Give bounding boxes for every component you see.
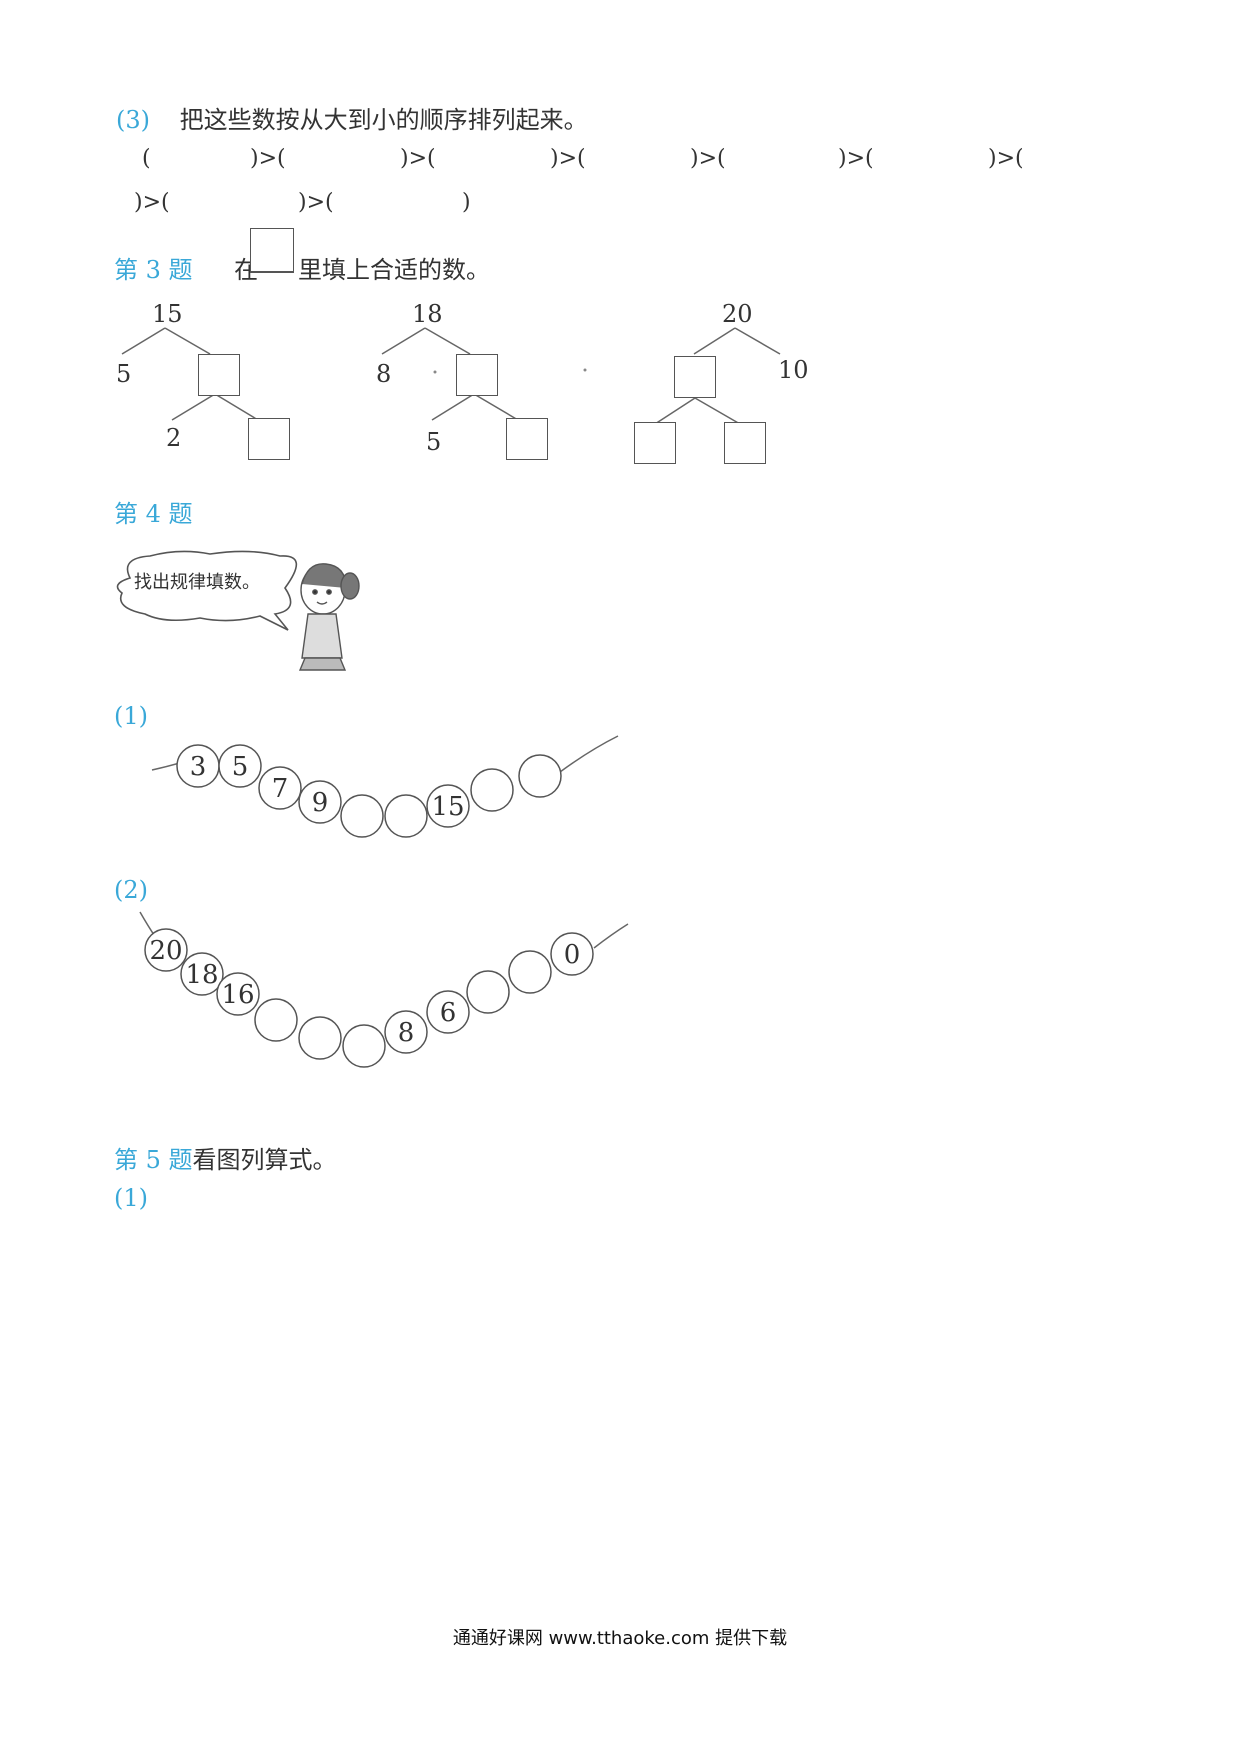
- bead-number: 0: [564, 940, 581, 970]
- tree-line: [654, 397, 696, 425]
- tree-sub-number: 2: [166, 424, 182, 452]
- tree-line: [164, 327, 211, 355]
- question3-label: 第 3 题: [114, 256, 193, 284]
- bead: [426, 784, 470, 828]
- tree-line: [431, 393, 475, 421]
- paren-slot[interactable]: )>(: [400, 146, 436, 171]
- speech-bubble: [116, 550, 298, 631]
- bead[interactable]: [470, 768, 514, 812]
- answer-box[interactable]: [634, 422, 676, 464]
- tree-top-number: 15: [152, 300, 183, 328]
- bead-number: 8: [398, 1018, 415, 1048]
- tree-line: [734, 327, 781, 355]
- bead-number: 7: [272, 774, 289, 804]
- bead[interactable]: [298, 1016, 342, 1060]
- tree-line: [693, 327, 736, 355]
- tree-line: [694, 397, 741, 425]
- answer-box[interactable]: [456, 354, 498, 396]
- question5-heading: 第 5 题看图列算式。: [114, 1140, 337, 1175]
- tree-line: [171, 393, 216, 421]
- question3-heading: 第 3 题 在: [114, 250, 258, 285]
- tree-right-number: 10: [778, 356, 809, 384]
- tree-line: [214, 393, 259, 421]
- bead-number: 6: [440, 998, 457, 1028]
- bead[interactable]: [340, 794, 384, 838]
- bead: [384, 1010, 428, 1054]
- bead: [426, 990, 470, 1034]
- tree-left-number: 5: [116, 360, 132, 388]
- tree-top-number: 18: [412, 300, 443, 328]
- bead-number: 9: [312, 788, 329, 818]
- bead-number: 16: [221, 980, 254, 1010]
- bead[interactable]: [508, 950, 552, 994]
- bead: [298, 780, 342, 824]
- bead[interactable]: [466, 970, 510, 1014]
- answer-box[interactable]: [198, 354, 240, 396]
- tree-line: [473, 393, 519, 421]
- tree-lines: [121, 327, 781, 425]
- tree-sub-number: 5: [426, 428, 442, 456]
- bead-number: 5: [232, 752, 249, 782]
- tree-line: [121, 327, 166, 355]
- paren-slot[interactable]: ): [462, 190, 471, 215]
- tree-line: [424, 327, 471, 355]
- speech-bubble-text: 找出规律填数。: [134, 572, 260, 593]
- answer-box[interactable]: [724, 422, 766, 464]
- speech-bubble-illustration: [116, 550, 360, 671]
- answer-box[interactable]: [506, 418, 548, 460]
- q3-part-instruction: 把这些数按从大到小的顺序排列起来。: [179, 106, 588, 134]
- bead[interactable]: [384, 794, 428, 838]
- question5-part1-label: (1): [114, 1184, 148, 1212]
- paren-slot[interactable]: )>(: [298, 190, 334, 215]
- bead-number: 20: [149, 936, 182, 966]
- example-box-icon: [250, 228, 294, 273]
- q3-part-label: (3): [116, 106, 150, 134]
- paren-slot[interactable]: (: [142, 146, 151, 171]
- bead-number: 3: [190, 752, 207, 782]
- bead: [550, 932, 594, 976]
- bead: [144, 928, 188, 972]
- paren-slot[interactable]: )>(: [988, 146, 1024, 171]
- bead: [216, 972, 260, 1016]
- answer-box[interactable]: [674, 356, 716, 398]
- paren-slot[interactable]: )>(: [550, 146, 586, 171]
- question5-instruction: 看图列算式。: [192, 1146, 337, 1174]
- footer-text: 通通好课网 www.tthaoke.com 提供下载: [452, 1628, 788, 1649]
- tree-line: [381, 327, 426, 355]
- paren-slot[interactable]: )>(: [838, 146, 874, 171]
- tree-top-number: 20: [722, 300, 753, 328]
- bead-number: 15: [431, 792, 464, 822]
- paren-slot[interactable]: )>(: [134, 190, 170, 215]
- tree-left-number: 8: [376, 360, 392, 388]
- bead[interactable]: [342, 1024, 386, 1068]
- bead-number: 18: [185, 960, 218, 990]
- q3-part-line: (3) 把这些数按从大到小的顺序排列起来。: [116, 100, 588, 135]
- question4-part1-label: (1): [114, 702, 148, 730]
- bead[interactable]: [254, 998, 298, 1042]
- question5-label: 第 5 题: [114, 1146, 193, 1174]
- girl-icon: [298, 563, 360, 671]
- paren-slot[interactable]: )>(: [250, 146, 286, 171]
- answer-box[interactable]: [248, 418, 290, 460]
- bead: [258, 766, 302, 810]
- question4-part2-label: (2): [114, 876, 148, 904]
- question3-suffix: 里填上合适的数。: [298, 256, 490, 284]
- bead: [218, 744, 262, 788]
- paren-slot[interactable]: )>(: [690, 146, 726, 171]
- bead[interactable]: [518, 754, 562, 798]
- bead: [180, 952, 224, 996]
- question4-label: 第 4 题: [114, 500, 193, 528]
